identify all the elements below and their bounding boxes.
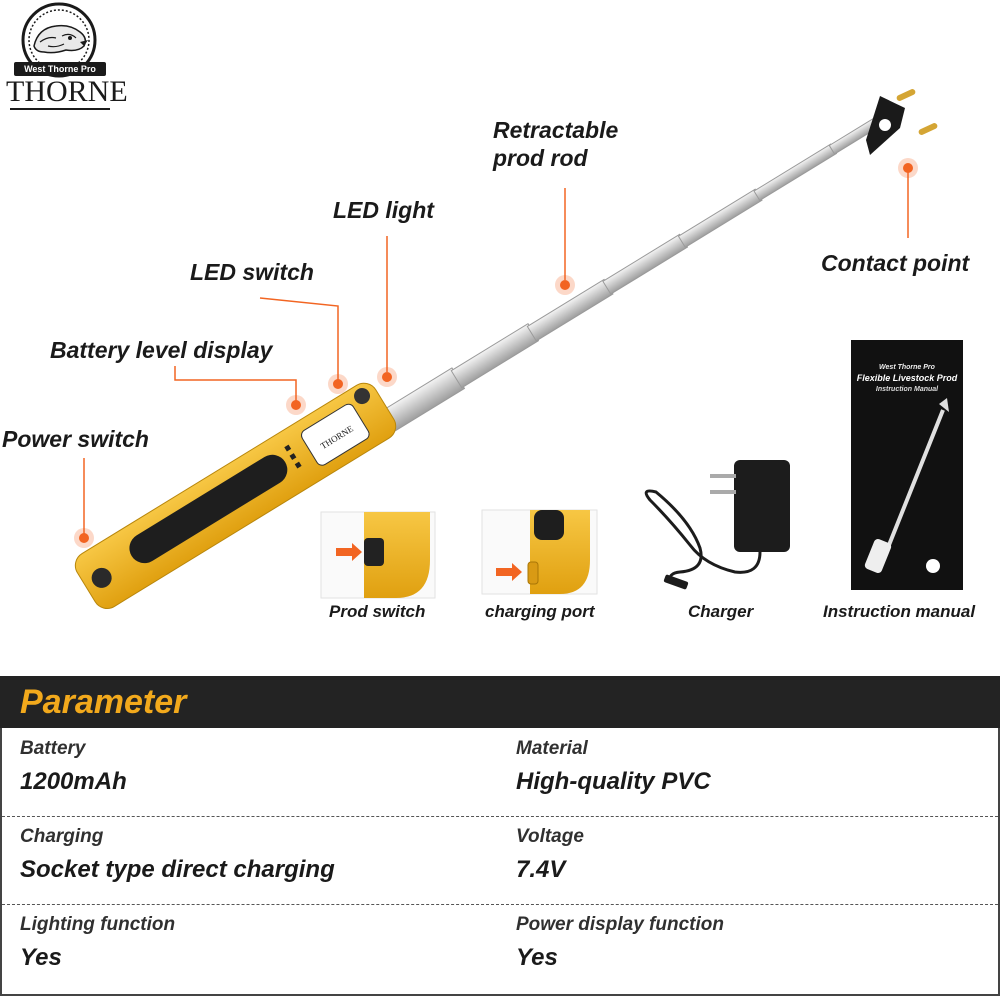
callout-led-switch: LED switch (190, 259, 314, 285)
instruction-manual-image: West Thorne Pro Flexible Livestock Prod … (851, 340, 963, 590)
charging-port-thumbnail (481, 509, 598, 595)
parameter-cell-charging: Charging Socket type direct charging (20, 816, 500, 904)
livestock-prod-illustration: THORNE (74, 89, 938, 609)
callout-markers (83, 170, 909, 534)
manual-subtitle: Instruction Manual (875, 386, 939, 393)
caption-charger: Charger (688, 602, 754, 621)
parameter-row: Lighting function Yes Power display func… (2, 904, 998, 992)
callout-battery-level-display: Battery level display (50, 337, 273, 363)
parameter-label: Voltage (516, 826, 584, 847)
brand-underline (10, 108, 110, 110)
callout-contact-point: Contact point (821, 250, 970, 276)
charger-adapter-icon (644, 460, 790, 590)
parameter-cell-battery: Battery 1200mAh (20, 728, 500, 816)
parameter-cell-lighting-function: Lighting function Yes (20, 904, 500, 992)
prod-handle: THORNE (74, 382, 397, 609)
parameter-value: 7.4V (516, 856, 566, 883)
prod-switch-thumbnail (320, 511, 436, 599)
parameter-cell-power-display-function: Power display function Yes (516, 904, 996, 992)
parameter-header: Parameter (0, 676, 1000, 728)
parameter-value: Yes (20, 944, 62, 971)
parameter-value: 1200mAh (20, 768, 127, 795)
parameter-value: High-quality PVC (516, 768, 711, 795)
brand-logo: West Thorne Pro THORNE (4, 2, 128, 114)
brand-wordmark: THORNE (6, 75, 128, 108)
manual-prod-icon (864, 398, 949, 573)
parameter-label: Battery (20, 738, 86, 759)
caption-prod-switch: Prod switch (329, 602, 426, 621)
parameter-label: Power display function (516, 914, 724, 935)
prod-rod (374, 113, 887, 437)
parameter-cell-material: Material High-quality PVC (516, 728, 996, 816)
parameter-label: Charging (20, 826, 104, 847)
parameter-row: Battery 1200mAh Material High-quality PV… (2, 728, 998, 816)
manual-brand: West Thorne Pro (879, 364, 935, 371)
brand-badge-text: West Thorne Pro (14, 62, 106, 76)
parameter-title: Parameter (20, 683, 187, 721)
callout-power-switch: Power switch (2, 426, 149, 452)
parameter-label: Lighting function (20, 914, 176, 935)
parameter-value: Yes (516, 944, 558, 971)
caption-instruction-manual: Instruction manual (823, 602, 976, 621)
parameter-value: Socket type direct charging (20, 856, 335, 883)
parameter-label: Material (516, 738, 588, 759)
contact-tip (866, 89, 938, 155)
callout-dots (74, 158, 918, 548)
boar-emblem-icon (21, 2, 97, 78)
parameter-table: Battery 1200mAh Material High-quality PV… (0, 728, 1000, 996)
callout-led-light: LED light (333, 197, 434, 223)
row-divider (2, 904, 998, 905)
callout-retractable-prod-rod: Retractable prod rod (493, 117, 619, 171)
manual-title: Flexible Livestock Prod (856, 373, 958, 383)
row-divider (2, 816, 998, 817)
parameter-cell-voltage: Voltage 7.4V (516, 816, 996, 904)
caption-charging-port: charging port (485, 602, 595, 621)
parameter-row: Charging Socket type direct charging Vol… (2, 816, 998, 904)
